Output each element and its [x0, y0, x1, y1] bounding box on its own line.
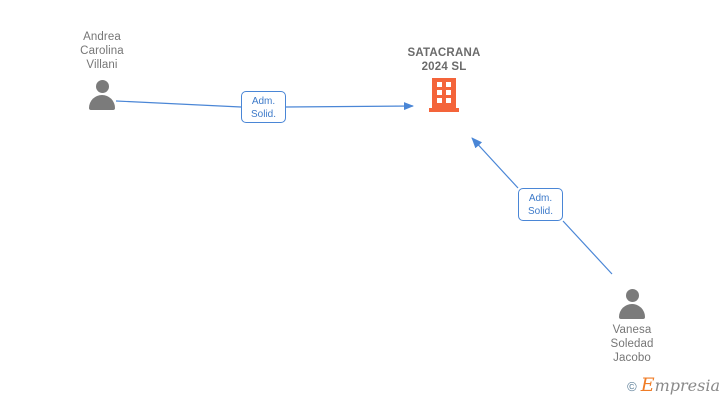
edge-label-adm-solid-vanesa[interactable]: Adm. Solid.: [518, 188, 563, 221]
empresia-logo-rest: mpresia: [654, 376, 720, 395]
building-window: [446, 90, 451, 95]
edge-label-adm-solid-andrea[interactable]: Adm. Solid.: [241, 91, 286, 123]
node-label-andrea-carolina-villani: Andrea Carolina Villani: [80, 31, 124, 71]
building-tower-shape: [432, 78, 456, 108]
building-window: [446, 82, 451, 87]
node-company-satacrana-2024-sl[interactable]: SATACRANA 2024 SL: [374, 46, 514, 112]
node-label-satacrana-2024-sl: SATACRANA 2024 SL: [407, 47, 481, 73]
empresia-logo-initial: E: [640, 374, 655, 396]
empresia-logo: Empresia: [641, 376, 720, 395]
building-window: [437, 98, 442, 103]
node-label-vanesa-soledad-jacobo: Vanesa Soledad Jacobo: [610, 324, 654, 364]
person-body-shape: [89, 94, 115, 110]
person-icon[interactable]: [87, 80, 117, 110]
icon-wrap-andrea: [32, 72, 172, 110]
building-window: [446, 98, 451, 103]
person-head-shape: [625, 289, 639, 302]
building-window: [437, 82, 442, 87]
person-body-shape: [619, 303, 645, 319]
building-window: [437, 90, 442, 95]
icon-wrap-vanesa: [562, 281, 702, 319]
building-base-shape: [429, 108, 459, 112]
person-head-shape: [95, 80, 109, 93]
node-person-vanesa-soledad-jacobo[interactable]: Vanesa Soledad Jacobo: [562, 281, 702, 365]
person-icon[interactable]: [617, 289, 647, 319]
copyright-icon: ©: [627, 379, 637, 394]
building-icon[interactable]: [429, 78, 459, 112]
icon-wrap-satacrana: [374, 74, 514, 112]
node-person-andrea-carolina-villani[interactable]: Andrea Carolina Villani: [32, 30, 172, 110]
empresia-watermark: © Empresia: [627, 376, 720, 395]
